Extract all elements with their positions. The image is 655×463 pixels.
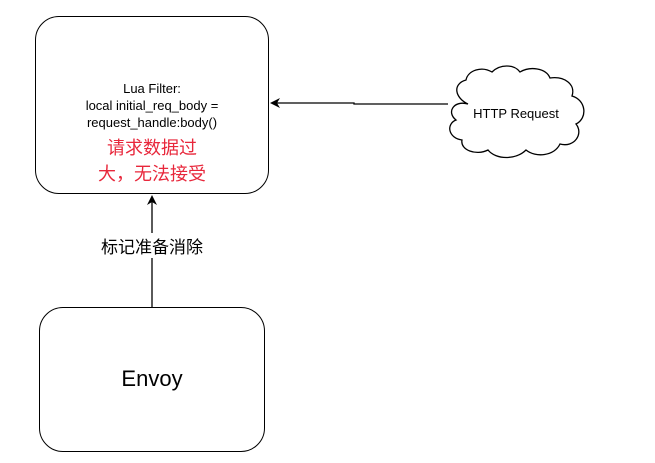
lua-filter-box	[35, 16, 269, 194]
envoy-box	[39, 307, 265, 452]
lua-filter-line3: request_handle:body()	[86, 115, 218, 130]
envoy-label: Envoy	[121, 366, 183, 391]
lua-filter-line1: Lua Filter:	[123, 81, 181, 96]
http-request-cloud	[449, 65, 585, 159]
lua-filter-warning: 请求数据过 大，无法接受	[35, 136, 269, 188]
lua-filter-line2: local initial_req_body =	[85, 98, 219, 113]
edge-envoy-to-lua-label: 标记准备消除	[80, 233, 224, 258]
lua-filter-code: Lua Filter: local initial_req_body = req…	[35, 80, 269, 131]
lua-warning-line2: 大，无法接受	[98, 164, 206, 185]
lua-warning-line1: 请求数据过	[107, 138, 197, 159]
http-request-label: HTTP Request	[473, 106, 559, 121]
edge-http-to-lua	[270, 98, 448, 108]
